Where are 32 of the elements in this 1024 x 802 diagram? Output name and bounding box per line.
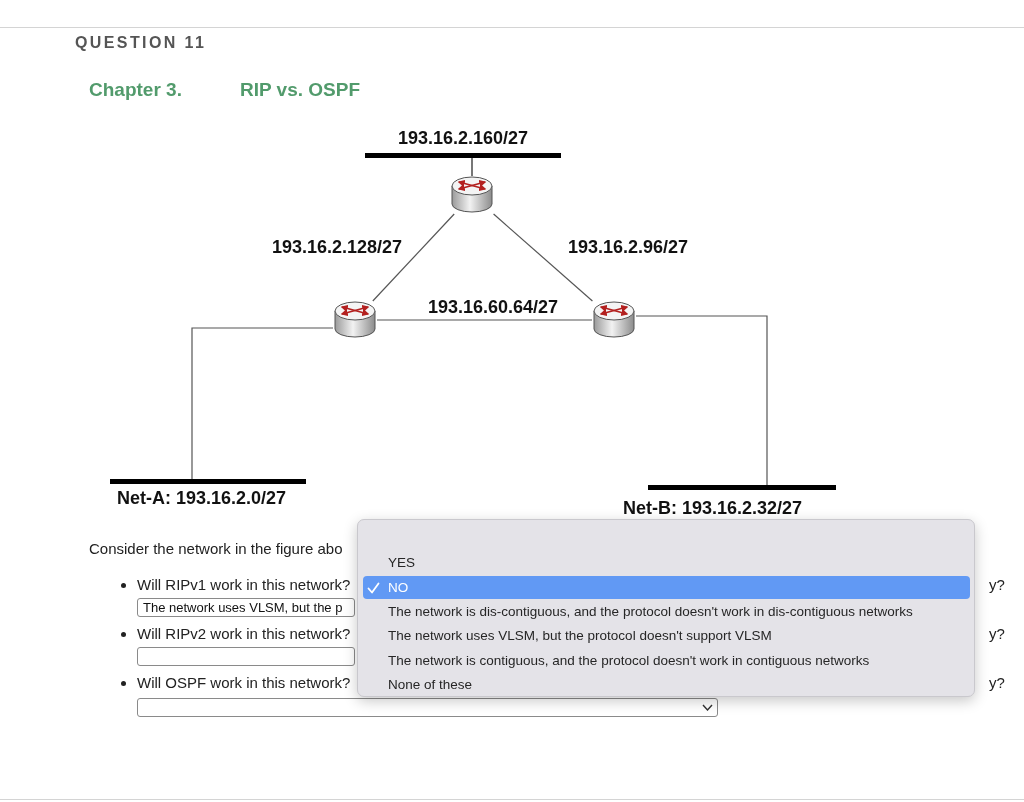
connector-line bbox=[492, 213, 593, 302]
subheading: RIP vs. OSPF bbox=[240, 79, 361, 101]
question-text: Consider the network in the figure abo bbox=[89, 540, 343, 558]
question-text: Will RIPv1 work in this network? bbox=[137, 576, 351, 594]
menu-option: NO bbox=[363, 575, 970, 599]
question-text: y? bbox=[989, 625, 1005, 643]
question-text: y? bbox=[989, 576, 1005, 594]
connector-line bbox=[376, 319, 593, 321]
router-icon bbox=[333, 301, 377, 339]
menu-option: The network uses VLSM, but the protocol doesn't support VLSM bbox=[388, 628, 772, 644]
edge-label: 193.16.60.64/27 bbox=[428, 297, 559, 317]
connector-line bbox=[635, 315, 768, 486]
network-label: 193.16.2.160/27 bbox=[397, 128, 529, 148]
question-heading: QUESTION 11 bbox=[75, 34, 207, 52]
menu-option: None of these bbox=[388, 677, 473, 693]
router-icon bbox=[592, 301, 636, 339]
connector-line bbox=[471, 157, 473, 177]
menu-option: The network is contiguous, and the protocol doesn't work in contiguous networks bbox=[388, 652, 870, 669]
connector-line bbox=[372, 213, 455, 302]
question-text: Will OSPF work in this network? bbox=[137, 674, 351, 692]
connector-line bbox=[191, 327, 334, 480]
edge-label: 193.16.2.128/27 bbox=[272, 237, 403, 257]
subheading: Chapter 3. bbox=[89, 79, 182, 101]
edge-label: 193.16.2.96/27 bbox=[568, 237, 689, 257]
question-text: Will RIPv2 work in this network? bbox=[137, 625, 351, 643]
menu-option: The network is dis-contiguous, and the protocol doesn't work in dis-contiguous networks bbox=[388, 603, 913, 620]
select-field: The network uses VLSM, but the p bbox=[137, 598, 355, 617]
question-text: y? bbox=[989, 674, 1005, 692]
router-icon bbox=[450, 176, 494, 214]
network-label: Net-A: 193.16.2.0/27 bbox=[117, 488, 287, 508]
network-label: Net-B: 193.16.2.32/27 bbox=[623, 498, 803, 518]
menu-option: YES bbox=[388, 554, 415, 571]
